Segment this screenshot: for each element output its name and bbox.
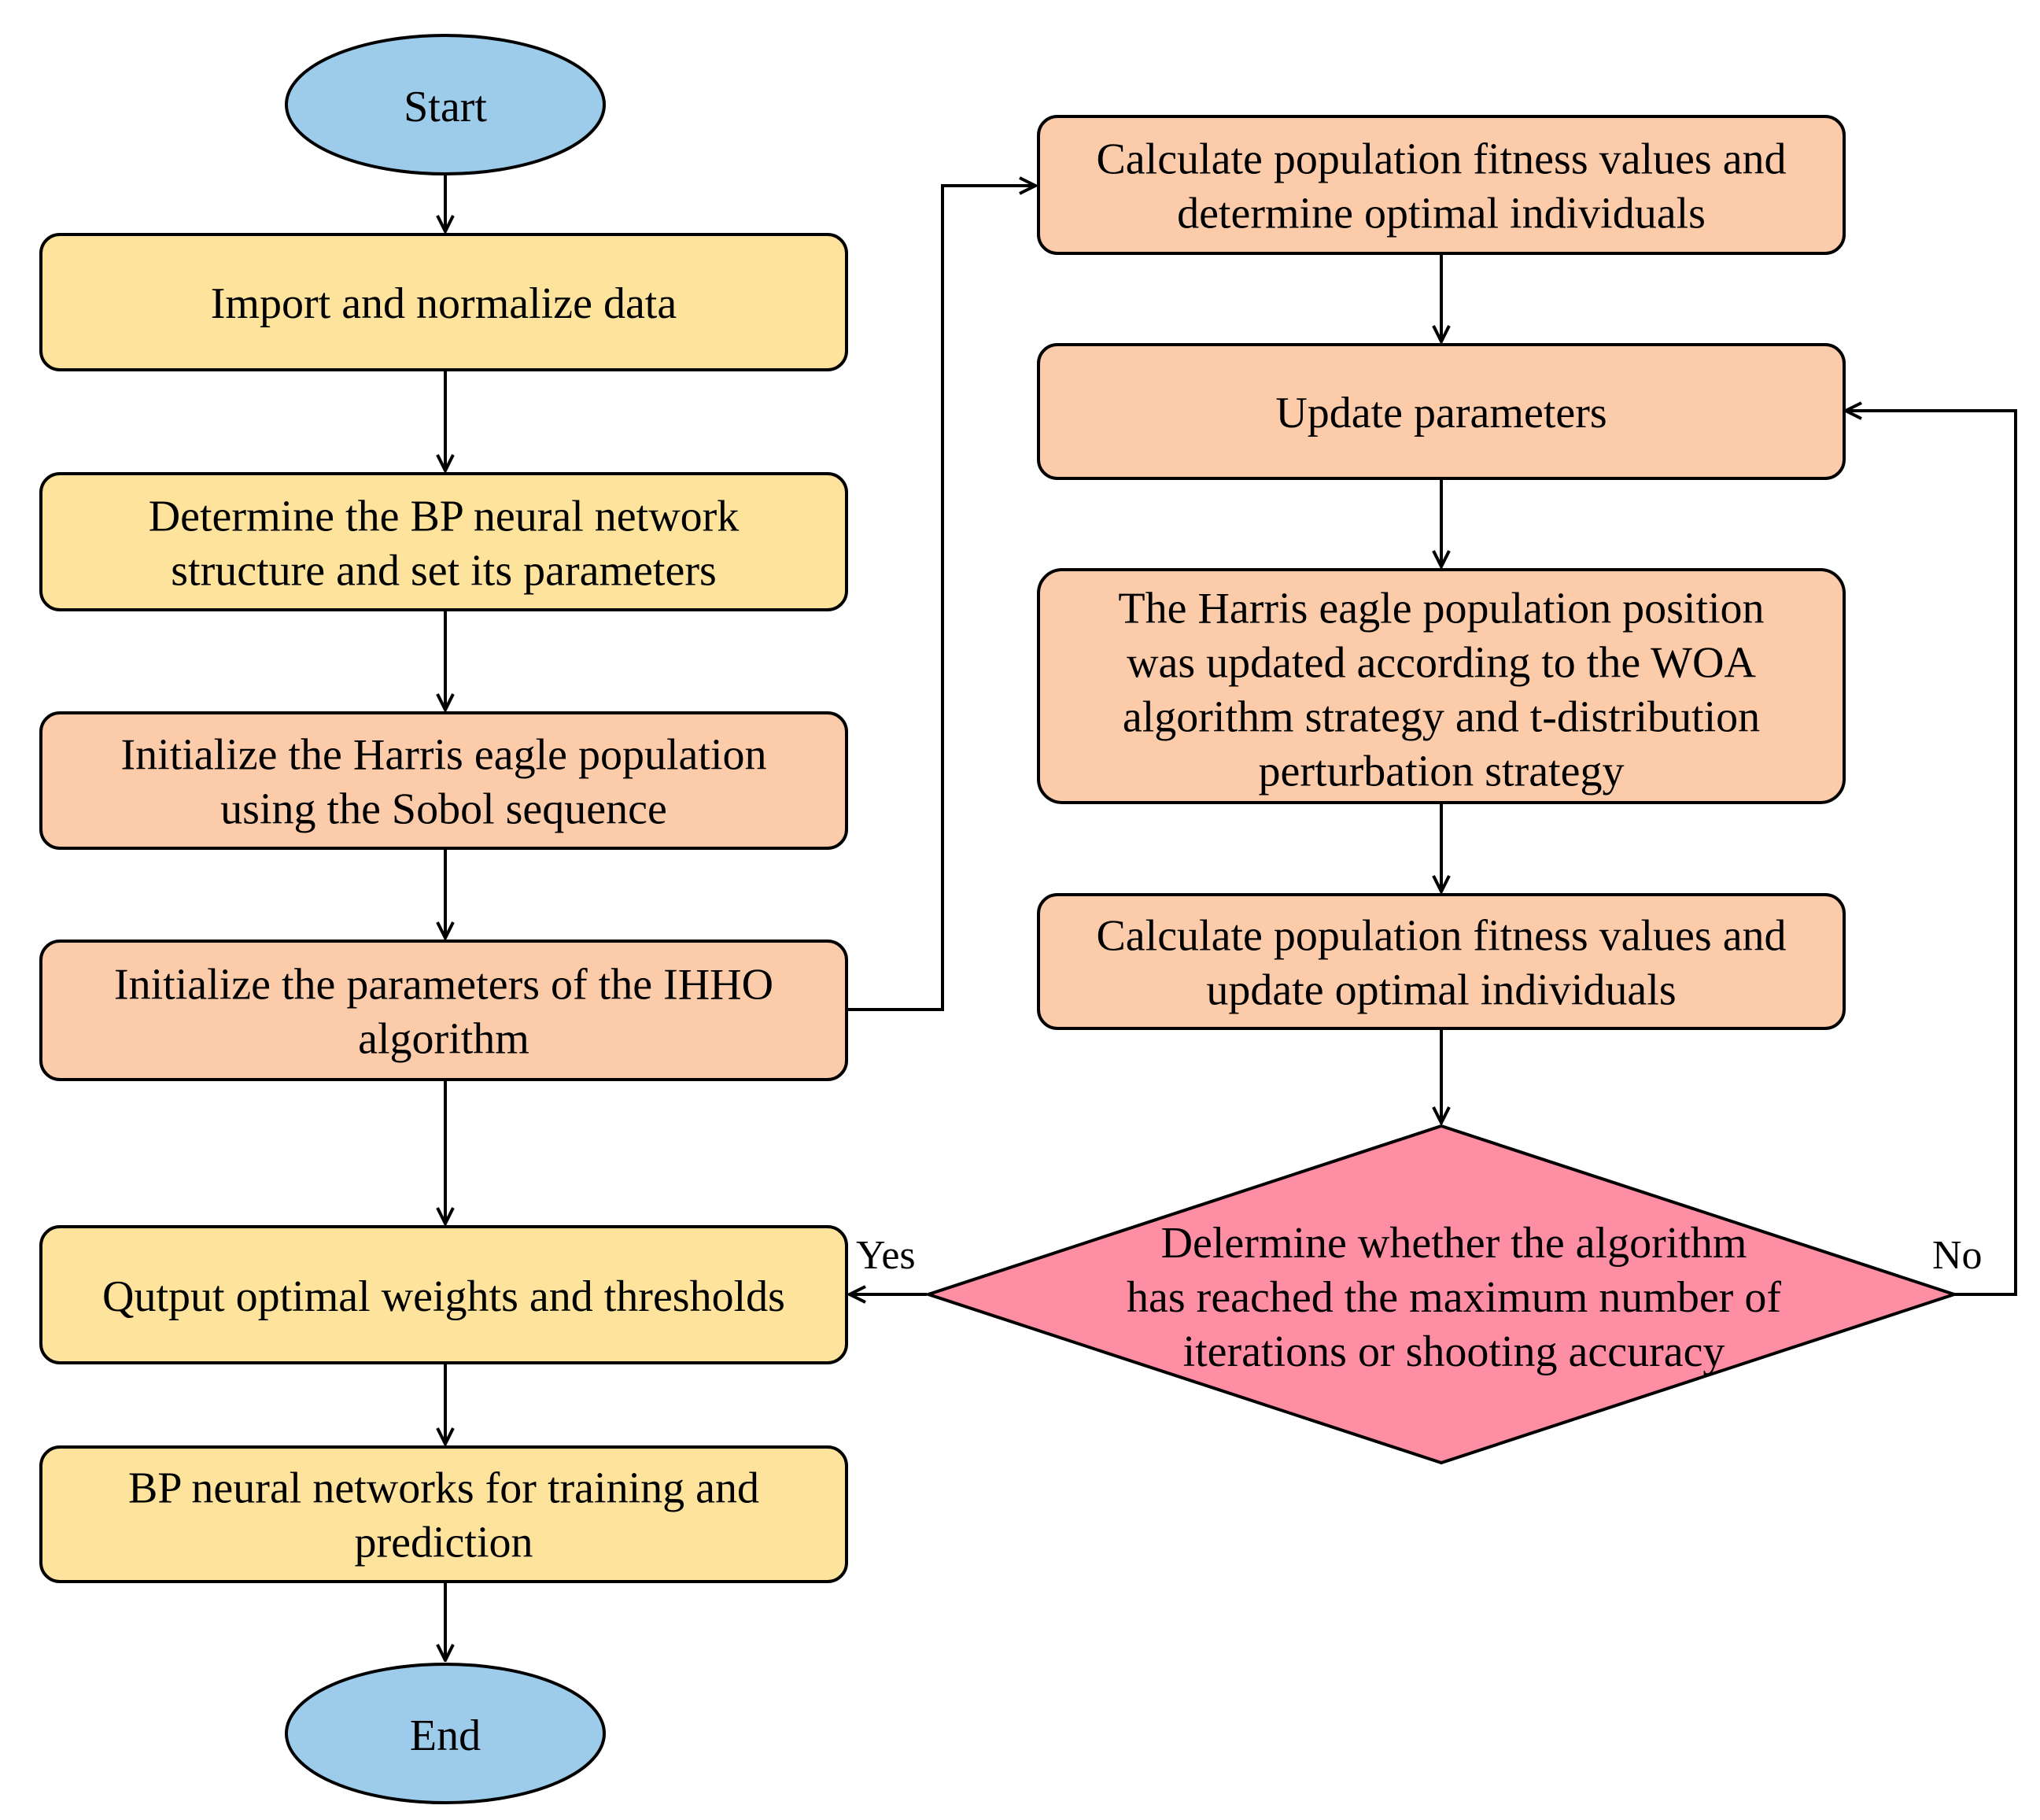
output-box: [39, 1225, 848, 1364]
import-box: [39, 233, 848, 371]
update-params-step: Update parameters: [1037, 343, 1846, 480]
bp-structure-label: Determine the BP neural network structure…: [149, 493, 740, 596]
bp-train-label-line-1: BP neural networks for training and: [128, 1464, 759, 1513]
init-population-label-line-1: Initialize the Harris eagle population: [120, 731, 766, 780]
calc-fitness-update-step: Calculate population fitness values and u…: [1037, 893, 1846, 1030]
decision-label-line-1: Delermine whether the algorithm: [1161, 1219, 1747, 1268]
init-params-label-line-1: Initialize the parameters of the IHHO: [114, 961, 773, 1010]
harris-update-step: The Harris eagle population position was …: [1037, 568, 1846, 804]
init-params-box: [39, 940, 848, 1081]
arrow-params-to-calc-fitness: [847, 186, 1035, 1011]
calc-fitness-box: [1037, 115, 1846, 255]
bp-structure-step: Determine the BP neural network structure…: [39, 472, 848, 611]
import-label: Import and normalize data: [211, 279, 677, 328]
harris-update-label-line-3: algorithm strategy and t-distribution: [1123, 693, 1760, 742]
calc-fitness-update-label-line-1: Calculate population fitness values and: [1096, 912, 1786, 961]
bp-structure-label-line-2: structure and set its parameters: [171, 547, 717, 596]
end-label-line-1: End: [410, 1711, 481, 1760]
init-population-step: Initialize the Harris eagle population us…: [39, 711, 848, 850]
harris-update-label-line-4: perturbation strategy: [1259, 748, 1625, 796]
init-population-box: [39, 711, 848, 850]
init-population-label-line-2: using the Sobol sequence: [220, 785, 667, 834]
arrow-decision-no: [1846, 411, 2017, 1296]
decision-step: Delermine whether the algorithm has reach…: [923, 1124, 1960, 1465]
bp-structure-label-line-1: Determine the BP neural network: [149, 493, 740, 541]
connectors: [445, 174, 2017, 1660]
start-label: Start: [404, 83, 487, 131]
init-params-label: Initialize the parameters of the IHHO alg…: [114, 961, 773, 1064]
output-label-line-1: Qutput optimal weights and thresholds: [102, 1272, 785, 1321]
import-data-step: Import and normalize data: [39, 233, 848, 371]
harris-update-label-line-1: The Harris eagle population position: [1118, 585, 1764, 633]
end-label: End: [410, 1711, 481, 1760]
no-label: No: [1932, 1233, 1983, 1278]
bp-train-step: BP neural networks for training and predi…: [39, 1445, 848, 1583]
calc-fitness-update-box: [1037, 893, 1846, 1030]
output-label: Qutput optimal weights and thresholds: [102, 1272, 785, 1321]
harris-update-label: The Harris eagle population position was …: [1118, 585, 1764, 796]
calc-fitness-step: Calculate population fitness values and d…: [1037, 115, 1846, 255]
output-step: Qutput optimal weights and thresholds: [39, 1225, 848, 1364]
harris-update-label-line-2: was updated according to the WOA: [1127, 639, 1756, 688]
init-params-label-line-2: algorithm: [358, 1015, 529, 1064]
end-terminal: End: [285, 1663, 606, 1804]
calc-fitness-update-label: Calculate population fitness values and u…: [1096, 912, 1786, 1015]
start-ellipse: [285, 34, 606, 175]
calc-fitness-label-line-2: determine optimal individuals: [1177, 190, 1706, 238]
decision-label-line-3: iterations or shooting accuracy: [1183, 1327, 1725, 1376]
start-terminal: Start: [285, 34, 606, 175]
start-label-line-1: Start: [404, 83, 487, 131]
update-params-label: Update parameters: [1275, 389, 1607, 437]
yes-label: Yes: [856, 1233, 916, 1278]
import-label-line-1: Import and normalize data: [211, 279, 677, 328]
update-params-box: [1037, 343, 1846, 480]
calc-fitness-update-label-line-2: update optimal individuals: [1206, 966, 1676, 1015]
bp-train-label-line-2: prediction: [354, 1519, 533, 1567]
decision-diamond: [923, 1124, 1960, 1465]
end-ellipse: [285, 1663, 606, 1804]
bp-train-label: BP neural networks for training and predi…: [128, 1464, 759, 1567]
update-params-label-line-1: Update parameters: [1275, 389, 1607, 437]
init-population-label: Initialize the Harris eagle population us…: [120, 731, 766, 834]
harris-update-box: [1037, 568, 1846, 804]
decision-label: Delermine whether the algorithm has reach…: [1127, 1219, 1781, 1376]
calc-fitness-label-line-1: Calculate population fitness values and: [1096, 135, 1786, 184]
bp-train-box: [39, 1445, 848, 1583]
bp-structure-box: [39, 472, 848, 611]
calc-fitness-label: Calculate population fitness values and d…: [1096, 135, 1786, 238]
init-params-step: Initialize the parameters of the IHHO alg…: [39, 940, 848, 1081]
decision-label-line-2: has reached the maximum number of: [1127, 1273, 1781, 1322]
